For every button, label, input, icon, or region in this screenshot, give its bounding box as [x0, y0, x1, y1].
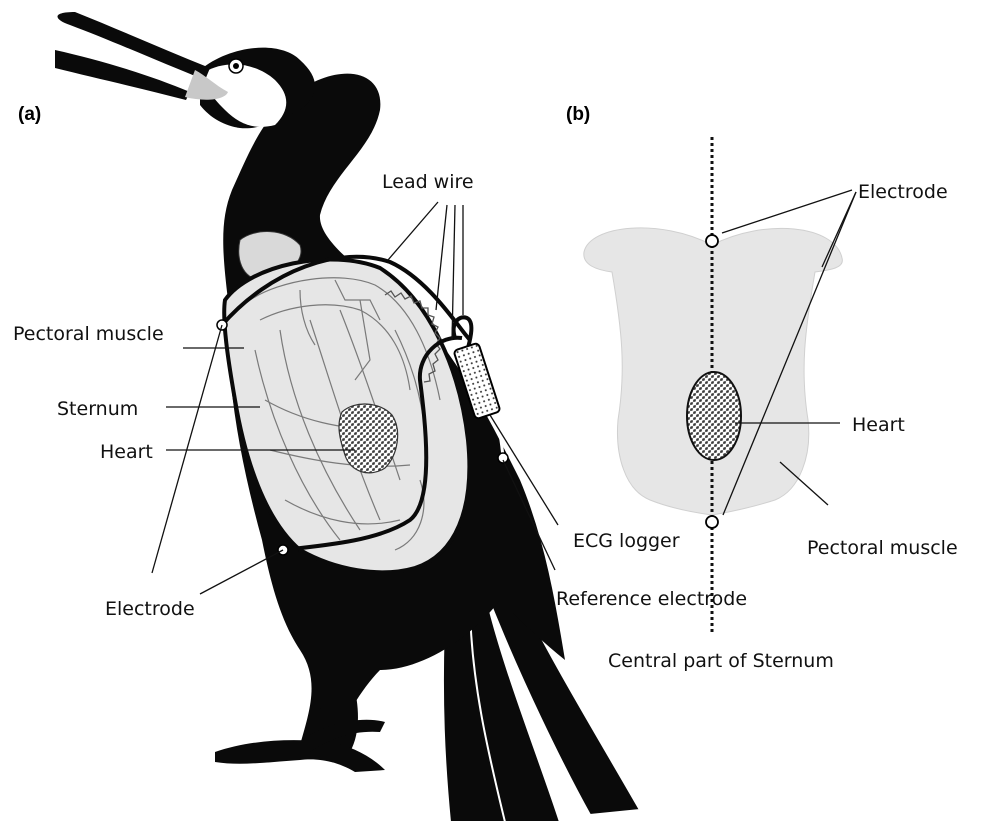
panel-label-b: (b) [566, 104, 590, 125]
electrode-b-upper [706, 235, 718, 247]
label-reference-electrode: Reference electrode [556, 588, 747, 610]
label-pectoral-muscle-a: Pectoral muscle [13, 323, 164, 345]
label-central-sternum: Central part of Sternum [608, 650, 834, 672]
label-electrode-b: Electrode [858, 181, 948, 203]
heart-b [687, 372, 741, 460]
label-heart-a: Heart [100, 441, 153, 463]
panel-label-a: (a) [18, 104, 41, 125]
label-pectoral-muscle-b: Pectoral muscle [807, 537, 958, 559]
label-lead-wire: Lead wire [382, 171, 474, 193]
bird-feet [215, 690, 385, 772]
label-heart-b: Heart [852, 414, 905, 436]
label-electrode-a: Electrode [105, 598, 195, 620]
heart-a [339, 404, 398, 473]
label-sternum: Sternum [57, 398, 138, 420]
electrode-b-lower [706, 516, 718, 528]
cormorant-illustration [55, 12, 640, 822]
label-ecg-logger: ECG logger [573, 530, 680, 552]
